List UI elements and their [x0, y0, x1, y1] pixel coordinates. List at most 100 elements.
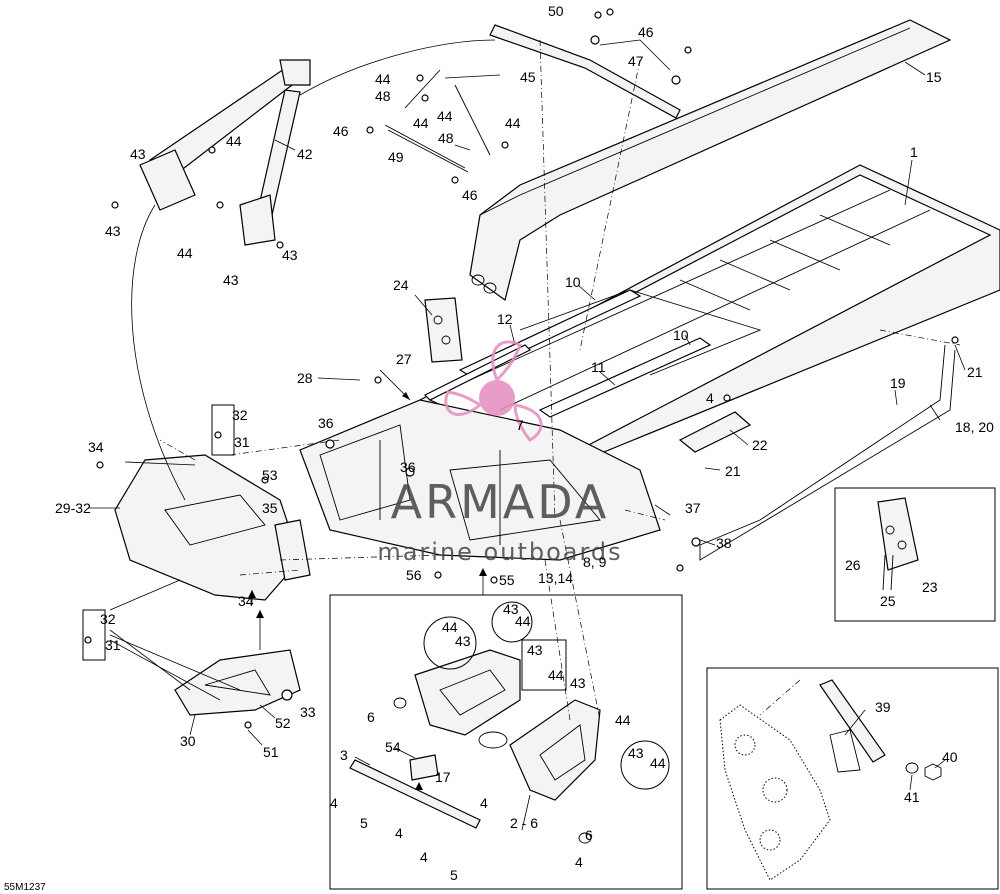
label-52: 52	[275, 715, 291, 731]
label-12: 12	[497, 311, 513, 327]
label-25: 25	[880, 593, 896, 609]
label-53: 53	[262, 467, 278, 483]
label-43: 43	[570, 675, 586, 691]
front-frame	[299, 399, 661, 561]
label-1: 1	[910, 144, 918, 160]
callout-box-31-32-top	[211, 404, 235, 456]
label-44: 44	[515, 613, 531, 629]
label-37: 37	[685, 500, 701, 516]
label-3: 3	[340, 747, 348, 763]
assembly-lines	[124, 39, 961, 721]
label-44: 44	[375, 71, 391, 87]
label-45: 45	[520, 69, 536, 85]
rack	[678, 411, 752, 453]
callout-box-43-44	[521, 639, 567, 691]
label-48: 48	[438, 130, 454, 146]
label-4: 4	[395, 825, 403, 841]
diagram-code: 55M1237	[4, 882, 46, 893]
label-44: 44	[548, 667, 564, 683]
label-51: 51	[263, 744, 279, 760]
hardware	[84, 8, 959, 729]
label-36: 36	[400, 459, 416, 475]
label-44: 44	[650, 755, 666, 771]
label-54: 54	[385, 739, 401, 755]
label-4: 4	[575, 854, 583, 870]
left-bracket	[114, 454, 311, 601]
label-34: 34	[88, 439, 104, 455]
rear-bumper	[699, 344, 956, 561]
label-15: 15	[926, 69, 942, 85]
label-5: 5	[450, 867, 458, 883]
label-44: 44	[437, 108, 453, 124]
label-4: 4	[420, 849, 428, 865]
label-44: 44	[442, 619, 458, 635]
label-7: 7	[516, 417, 524, 433]
label-35: 35	[262, 500, 278, 516]
label-4: 4	[706, 390, 714, 406]
label-18-20: 18, 20	[955, 419, 994, 435]
label-2-6: 2 - 6	[510, 815, 538, 831]
label-36: 36	[318, 415, 334, 431]
callout-box-31-32-bottom	[82, 609, 106, 661]
label-48: 48	[375, 88, 391, 104]
label-19: 19	[890, 375, 906, 391]
label-31: 31	[234, 434, 250, 450]
label-44: 44	[505, 115, 521, 131]
callout-circle-a	[423, 616, 477, 670]
label-27: 27	[396, 351, 412, 367]
watermark: ARMADA marine outboards	[377, 340, 622, 566]
callout-circle-c	[620, 740, 670, 790]
label-40: 40	[942, 749, 958, 765]
inset-suspension	[706, 667, 999, 890]
label-39: 39	[875, 699, 891, 715]
label-23: 23	[922, 579, 938, 595]
watermark-brand: ARMADA	[391, 475, 610, 529]
upper-rods	[384, 24, 681, 173]
label-4: 4	[480, 795, 488, 811]
label-21: 21	[725, 463, 741, 479]
label-43: 43	[282, 247, 298, 263]
label-41: 41	[904, 789, 920, 805]
upper-brace	[139, 59, 311, 246]
label-33: 33	[300, 704, 316, 720]
label-47: 47	[628, 53, 644, 69]
label-10: 10	[673, 327, 689, 343]
label-24: 24	[393, 277, 409, 293]
label-6: 6	[585, 827, 593, 843]
label-32: 32	[100, 611, 116, 627]
label-28: 28	[297, 370, 313, 386]
label-4: 4	[330, 795, 338, 811]
label-46: 46	[462, 187, 478, 203]
label-56: 56	[406, 567, 422, 583]
arrows	[248, 369, 487, 790]
label-43: 43	[105, 223, 121, 239]
watermark-tagline: marine outboards	[377, 538, 622, 566]
leaders	[88, 39, 966, 831]
label-43: 43	[223, 272, 239, 288]
label-17: 17	[435, 769, 451, 785]
label-43: 43	[130, 146, 146, 162]
label-43: 43	[455, 633, 471, 649]
label-46: 46	[638, 24, 654, 40]
tunnel-chassis	[419, 164, 1000, 471]
label-10: 10	[565, 274, 581, 290]
label-34: 34	[238, 593, 254, 609]
label-44: 44	[177, 245, 193, 261]
label-43: 43	[503, 601, 519, 617]
label-26: 26	[845, 557, 861, 573]
label-6: 6	[367, 709, 375, 725]
inset-bracket	[834, 487, 996, 622]
label-5: 5	[360, 815, 368, 831]
propeller-logo	[444, 340, 543, 442]
label-38: 38	[716, 535, 732, 551]
label-50: 50	[548, 3, 564, 19]
callout-circle-b	[491, 601, 533, 643]
label-44: 44	[615, 712, 631, 728]
heat-exchanger-cover	[469, 19, 952, 302]
rails	[423, 289, 712, 418]
label-44: 44	[413, 115, 429, 131]
label-46: 46	[333, 123, 349, 139]
label-31: 31	[105, 637, 121, 653]
label-11: 11	[591, 359, 606, 375]
